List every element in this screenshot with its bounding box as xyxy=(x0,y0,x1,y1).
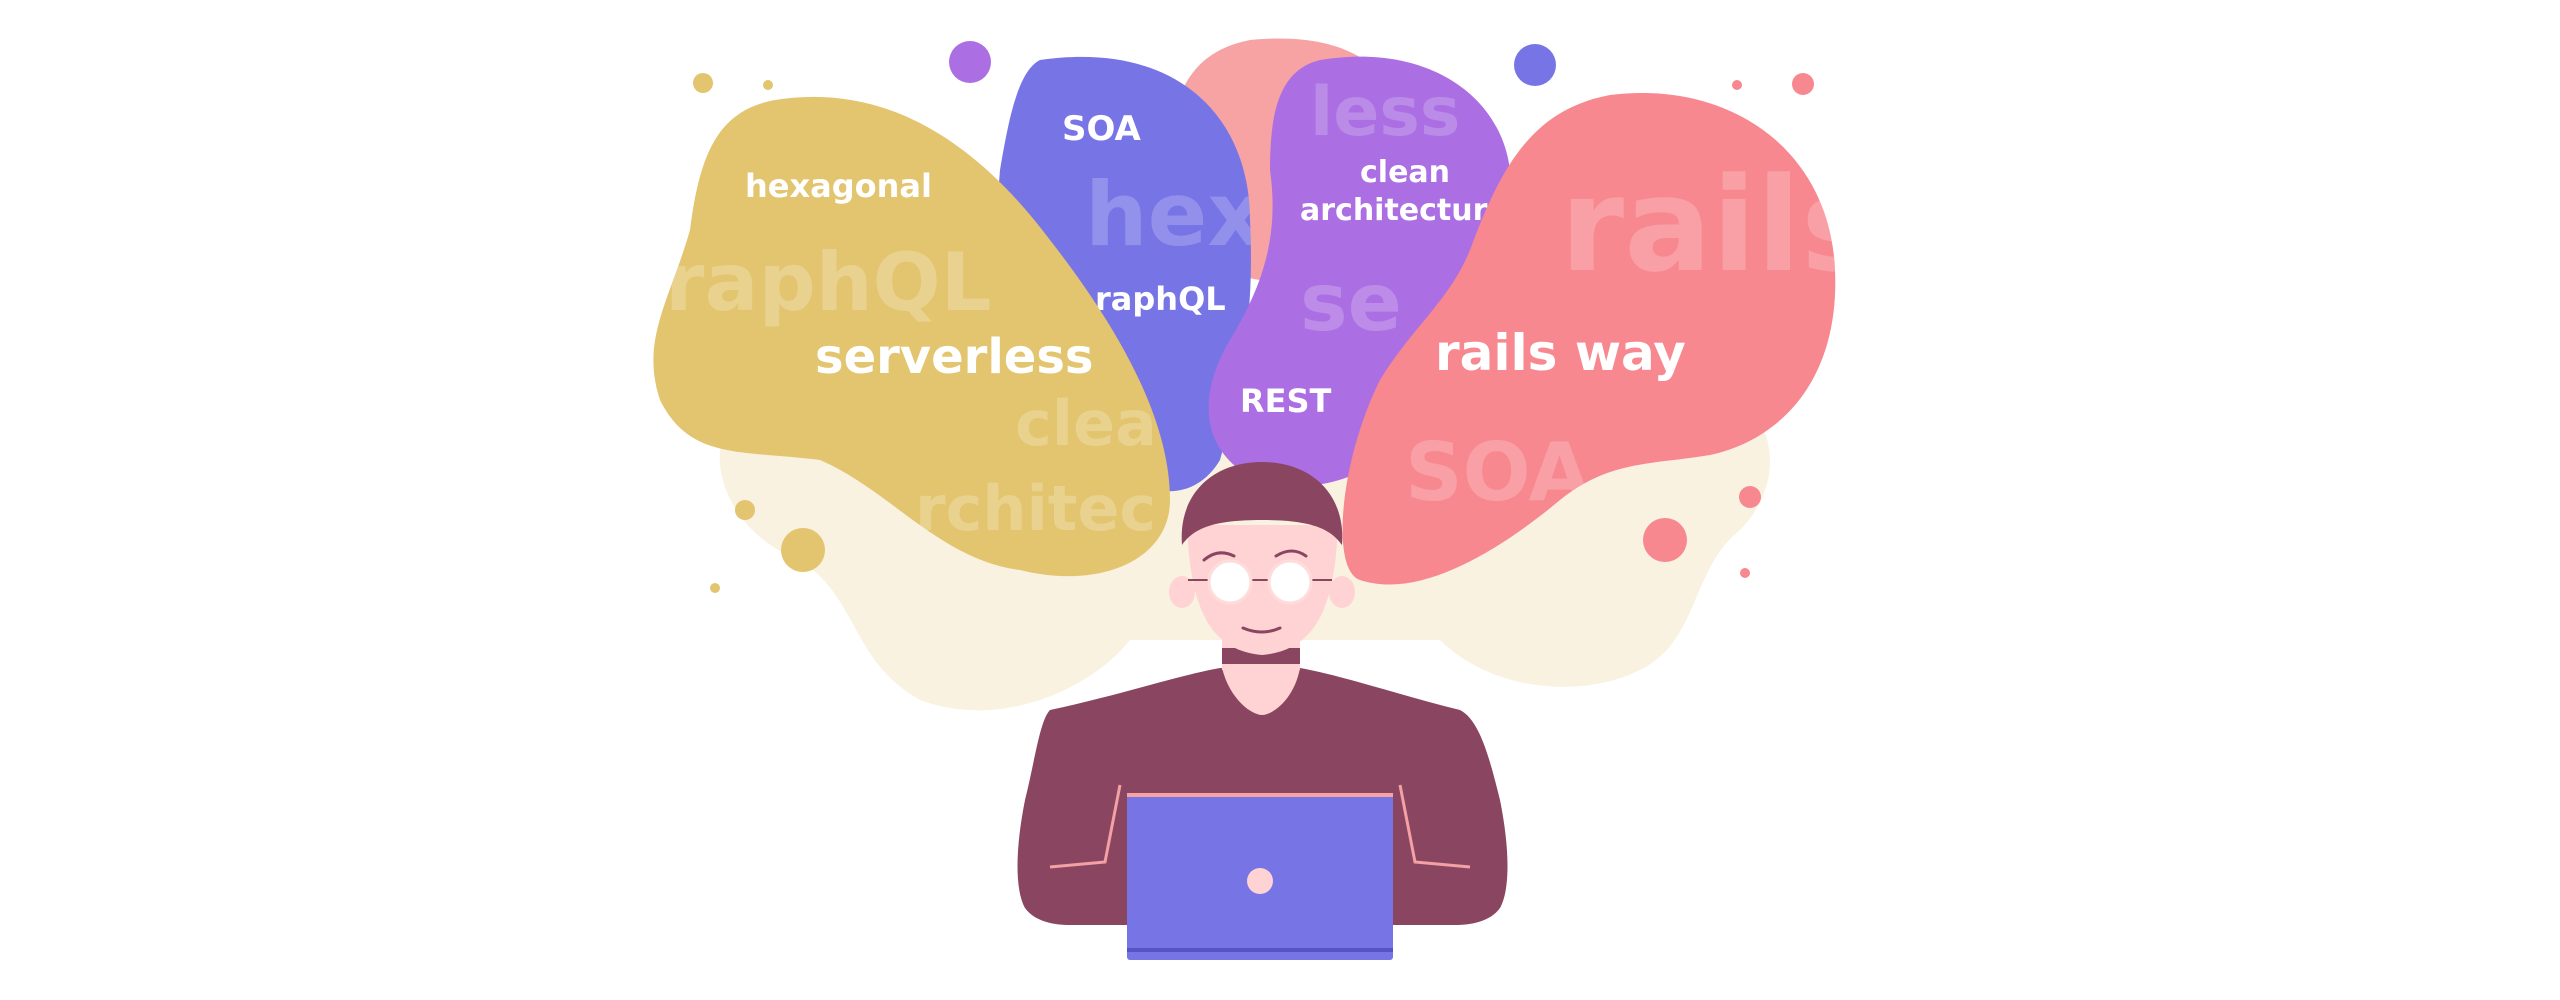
serverless-label: serverless xyxy=(815,329,1093,385)
soa-label: SOA xyxy=(1062,109,1141,149)
confetti-dots xyxy=(693,41,1814,593)
clean-architecture-label-line1: clean xyxy=(1360,155,1450,190)
architecture-watermark: rchitec xyxy=(915,472,1156,545)
coral-bubble xyxy=(1342,92,1836,585)
neck-shadow xyxy=(1222,648,1300,664)
yellow-bubble xyxy=(653,96,1170,577)
glasses-icon xyxy=(1188,559,1332,605)
hex-watermark: hex xyxy=(1085,163,1264,266)
clean-watermark: clea xyxy=(1015,387,1157,460)
left-ear xyxy=(1169,576,1195,608)
hexagonal-label: hexagonal xyxy=(745,167,932,205)
collar xyxy=(1222,668,1300,715)
se-watermark: se xyxy=(1300,256,1402,349)
right-ear xyxy=(1329,576,1355,608)
less-watermark: less xyxy=(1310,73,1460,152)
hair xyxy=(1181,462,1343,545)
graphql-watermark: raphQL xyxy=(665,236,992,329)
rest-label: REST xyxy=(1240,382,1332,420)
rails-watermark: rails xyxy=(1560,149,1878,301)
rails-way-label: rails way xyxy=(1435,324,1686,382)
face xyxy=(1187,525,1338,655)
smile xyxy=(1241,626,1282,634)
laptop xyxy=(1127,793,1393,960)
graphql-label-small: raphQL xyxy=(1095,280,1226,318)
clean-architecture-label-line2: architectur xyxy=(1300,193,1488,228)
laptop-logo-icon xyxy=(1247,868,1273,894)
